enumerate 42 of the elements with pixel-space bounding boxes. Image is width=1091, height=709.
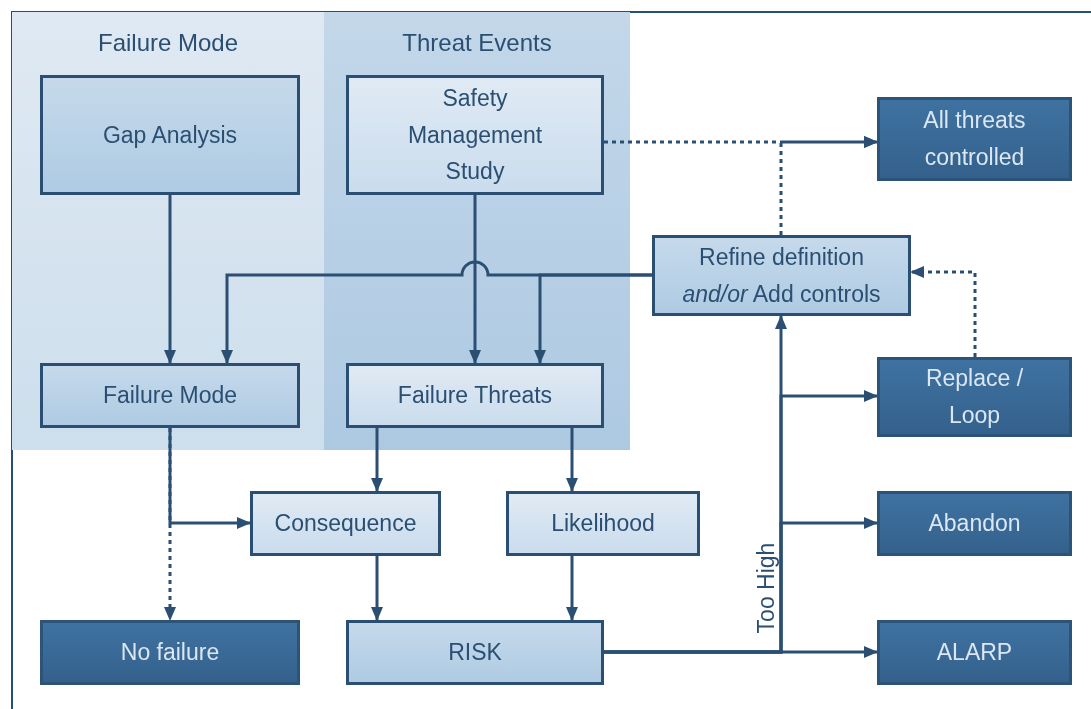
arrow (469, 195, 481, 364)
box-label: Replace / Loop (924, 364, 1025, 430)
box-label: Likelihood (551, 509, 655, 539)
edge-label: Too High (754, 542, 778, 634)
process-box (346, 620, 604, 685)
arrow (566, 428, 578, 492)
column-band (324, 12, 630, 450)
process-box (346, 75, 604, 195)
arrow (164, 195, 176, 364)
arrow (604, 517, 878, 654)
box-label: Failure Mode (102, 381, 238, 411)
process-box (652, 235, 911, 316)
arrow (371, 556, 383, 621)
process-box (877, 491, 1072, 556)
box-label: Consequence (274, 509, 417, 539)
process-box (346, 363, 604, 428)
process-box (877, 97, 1072, 181)
process-box (506, 491, 700, 556)
box-label: Refine definition and/or Add controls (681, 242, 882, 309)
arrow (534, 273, 652, 364)
box-label: ALARP (936, 638, 1013, 668)
box-label: RISK (448, 638, 502, 668)
arrow (566, 556, 578, 621)
process-box (877, 620, 1072, 685)
band-heading: Threat Events (402, 29, 552, 58)
box-label: No failure (120, 638, 220, 668)
band-heading: Failure Mode (97, 29, 239, 58)
box-label: Failure Threats (397, 381, 553, 411)
arrow (910, 266, 977, 357)
arrow (164, 428, 176, 621)
process-box (40, 363, 300, 428)
box-label: Safety Management Study (406, 83, 544, 187)
arrow (779, 136, 878, 235)
process-box (40, 620, 300, 685)
process-box (250, 491, 441, 556)
process-box (40, 75, 300, 195)
box-label: All threats controlled (922, 106, 1027, 172)
process-box (877, 357, 1072, 437)
box-label: Abandon (928, 509, 1021, 539)
column-band (12, 12, 324, 450)
box-label: Gap Analysis (102, 120, 238, 150)
arrow (371, 428, 383, 492)
